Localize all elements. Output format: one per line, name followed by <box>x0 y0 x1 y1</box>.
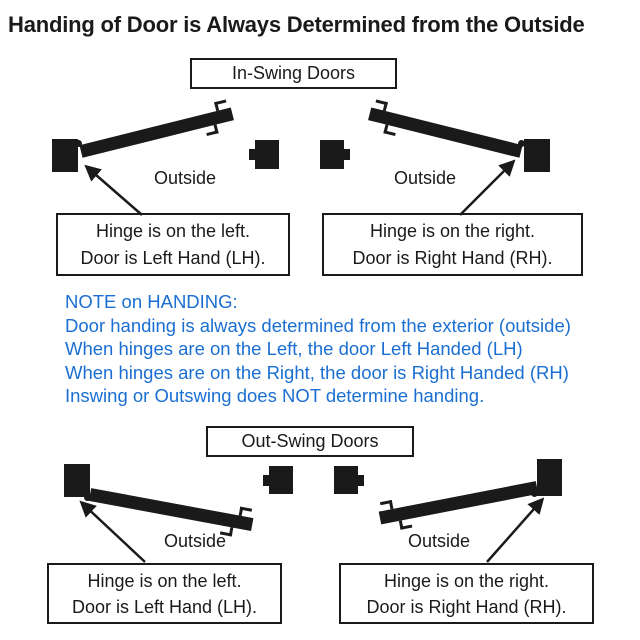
hinge-jamb-icon <box>52 139 78 172</box>
strike-jamb-icon <box>334 466 364 494</box>
right-hand-caption-box: Hinge is on the right. Door is Right Han… <box>322 213 583 276</box>
outside-label: Outside <box>407 531 471 551</box>
caption-line: Hinge is on the right. <box>383 571 550 591</box>
outside-label: Outside <box>163 531 227 551</box>
note-line: When hinges are on the Left, the door Le… <box>65 338 523 359</box>
hinge-pin-icon <box>518 140 525 147</box>
strike-jamb-icon <box>249 140 279 169</box>
strike-jamb-icon <box>263 466 293 494</box>
strike-jamb-icon <box>320 140 350 169</box>
outside-label: Outside <box>393 168 457 188</box>
caption-line: Door is Right Hand (RH). <box>352 248 553 268</box>
strike-notch-icon <box>249 149 255 160</box>
note-line: When hinges are on the Right, the door i… <box>65 361 569 383</box>
left-hand-caption-box: Hinge is on the left. Door is Left Hand … <box>47 563 282 624</box>
page-title: Handing of Door is Always Determined fro… <box>8 12 585 37</box>
note-line: Door handing is always determined from t… <box>65 314 571 336</box>
outside-label: Outside <box>153 168 217 188</box>
hinge-pointer-arrow <box>486 497 545 563</box>
hinge-jamb-icon <box>537 459 562 496</box>
caption-line: Door is Left Hand (LH). <box>71 597 258 617</box>
left-hand-caption-box: Hinge is on the left. Door is Left Hand … <box>56 213 290 276</box>
note-line: NOTE on HANDING: <box>65 291 238 312</box>
hinge-jamb-icon <box>524 139 550 172</box>
note-line: Inswing or Outswing does NOT determine h… <box>65 385 485 406</box>
caption-line: Door is Right Hand (RH). <box>366 597 567 617</box>
strike-notch-icon <box>344 149 350 160</box>
strike-notch-icon <box>358 475 364 486</box>
hinge-pointer-arrow <box>79 500 146 563</box>
caption-line: Hinge is on the left. <box>95 221 251 241</box>
in-swing-section-label: In-Swing Doors <box>190 58 397 89</box>
hinge-pointer-arrow <box>84 164 143 216</box>
hinge-jamb-icon <box>64 464 90 497</box>
hinge-pointer-arrow <box>459 159 516 216</box>
strike-notch-icon <box>263 475 269 486</box>
out-swing-section-label: Out-Swing Doors <box>206 426 414 457</box>
right-hand-caption-box: Hinge is on the right. Door is Right Han… <box>339 563 594 624</box>
caption-line: Door is Left Hand (LH). <box>80 248 266 268</box>
caption-line: Hinge is on the right. <box>369 221 536 241</box>
hinge-pin-icon <box>84 494 91 501</box>
handing-note: NOTE on HANDING: Door handing is always … <box>65 290 610 408</box>
hinge-pin-icon <box>75 140 82 147</box>
caption-line: Hinge is on the left. <box>87 571 242 591</box>
